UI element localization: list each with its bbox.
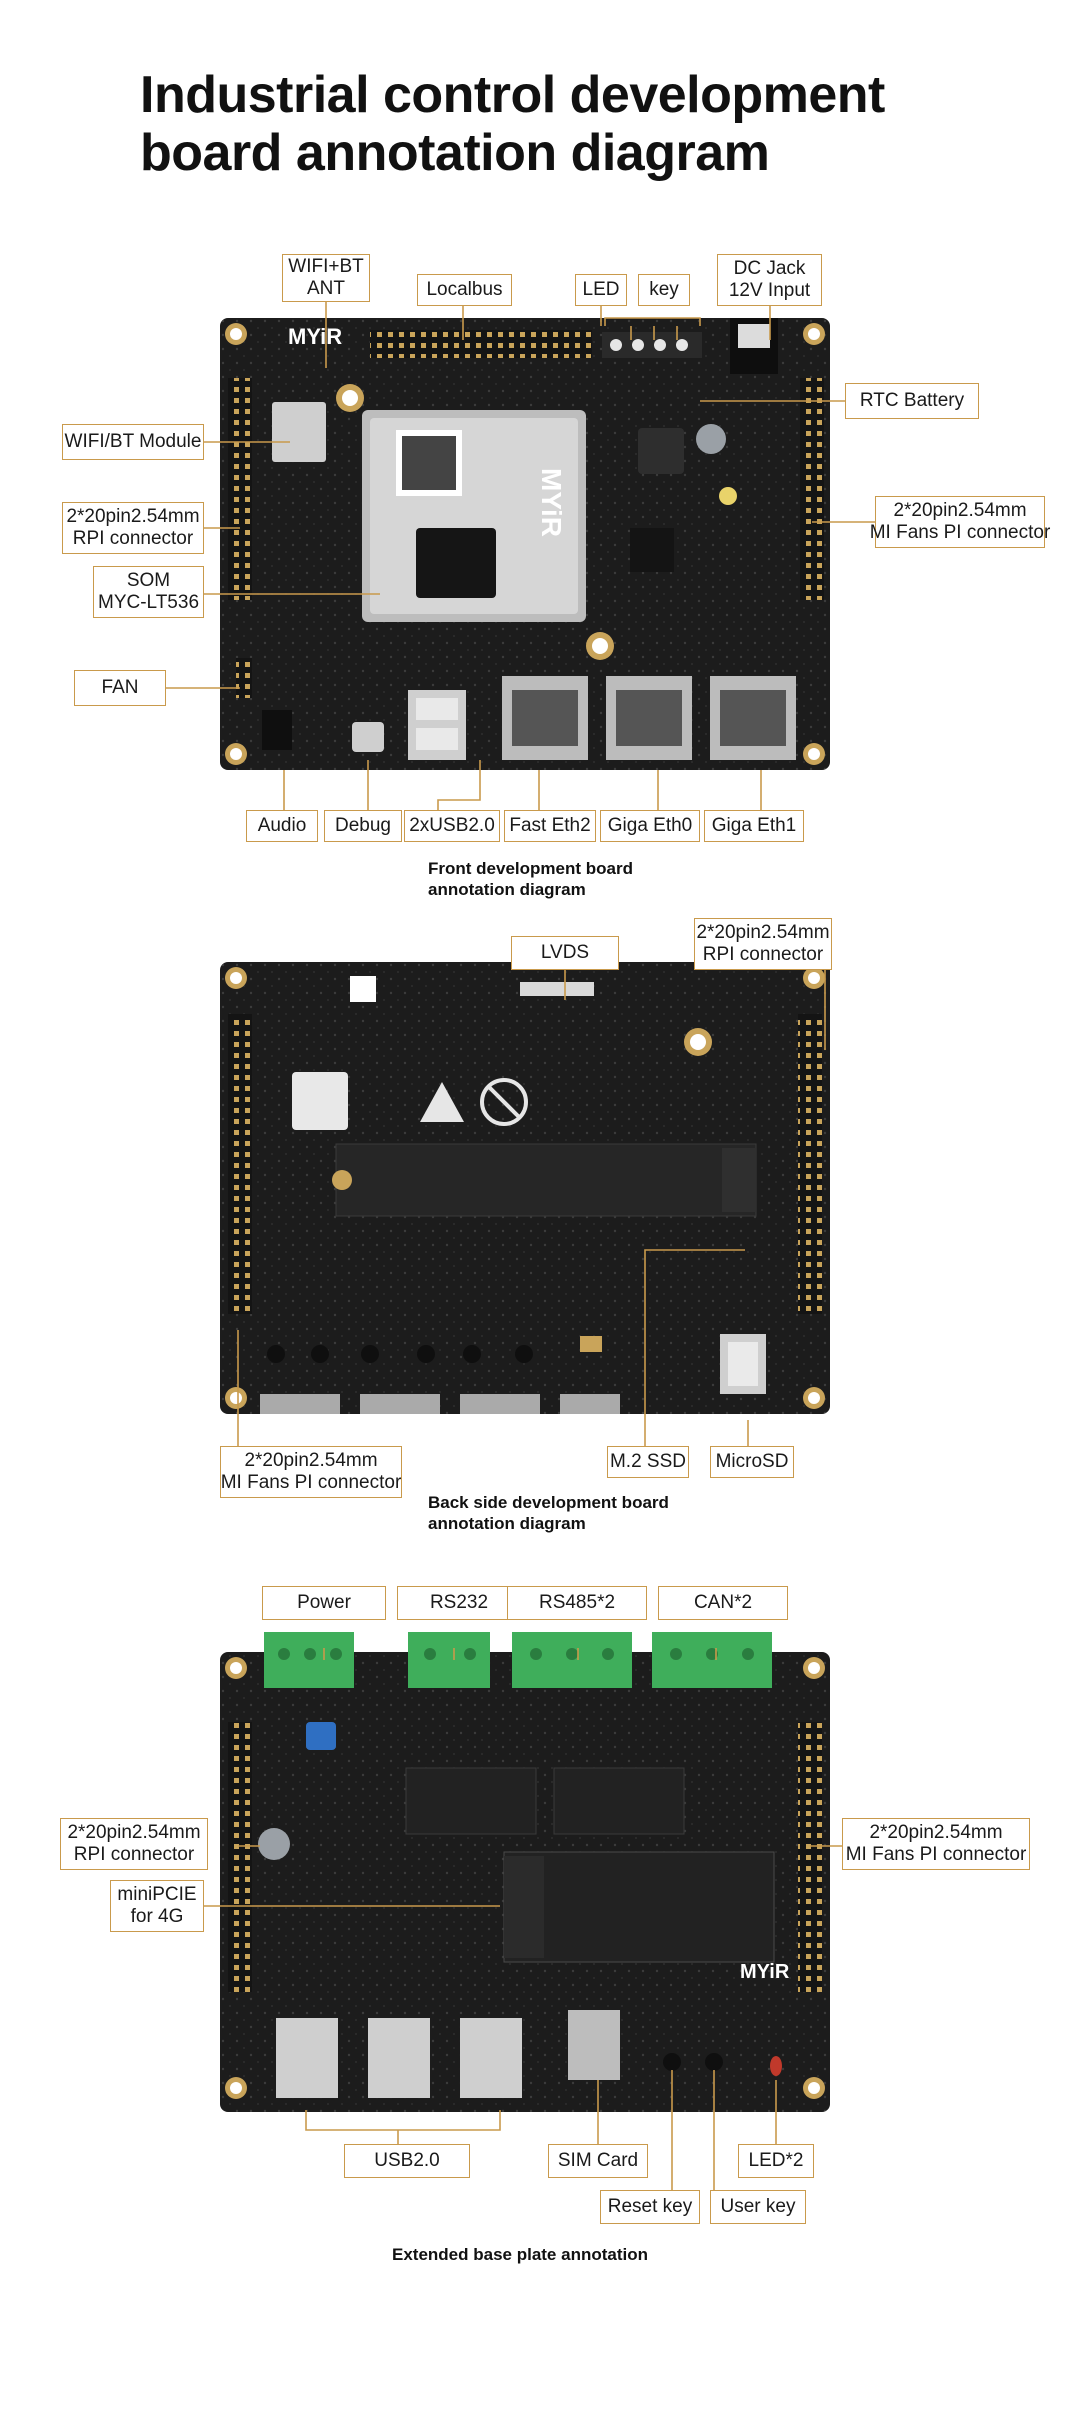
- base-caption: Extended base plate annotation: [392, 2244, 648, 2265]
- label-rpi-connector-base: 2*20pin2.54mm RPI connector: [60, 1818, 208, 1870]
- base-leader-lines: [0, 0, 1080, 2300]
- label-led2: LED*2: [738, 2144, 814, 2178]
- label-user-key: User key: [710, 2190, 806, 2224]
- label-reset-key: Reset key: [600, 2190, 700, 2224]
- label-usb2: USB2.0: [344, 2144, 470, 2178]
- label-rs232: RS232: [397, 1586, 521, 1620]
- label-sim-card: SIM Card: [548, 2144, 648, 2178]
- label-can: CAN*2: [658, 1586, 788, 1620]
- label-minipcie: miniPCIE for 4G: [110, 1880, 204, 1932]
- label-rs485: RS485*2: [507, 1586, 647, 1620]
- label-power: Power: [262, 1586, 386, 1620]
- label-mi-fans-connector-base: 2*20pin2.54mm MI Fans PI connector: [842, 1818, 1030, 1870]
